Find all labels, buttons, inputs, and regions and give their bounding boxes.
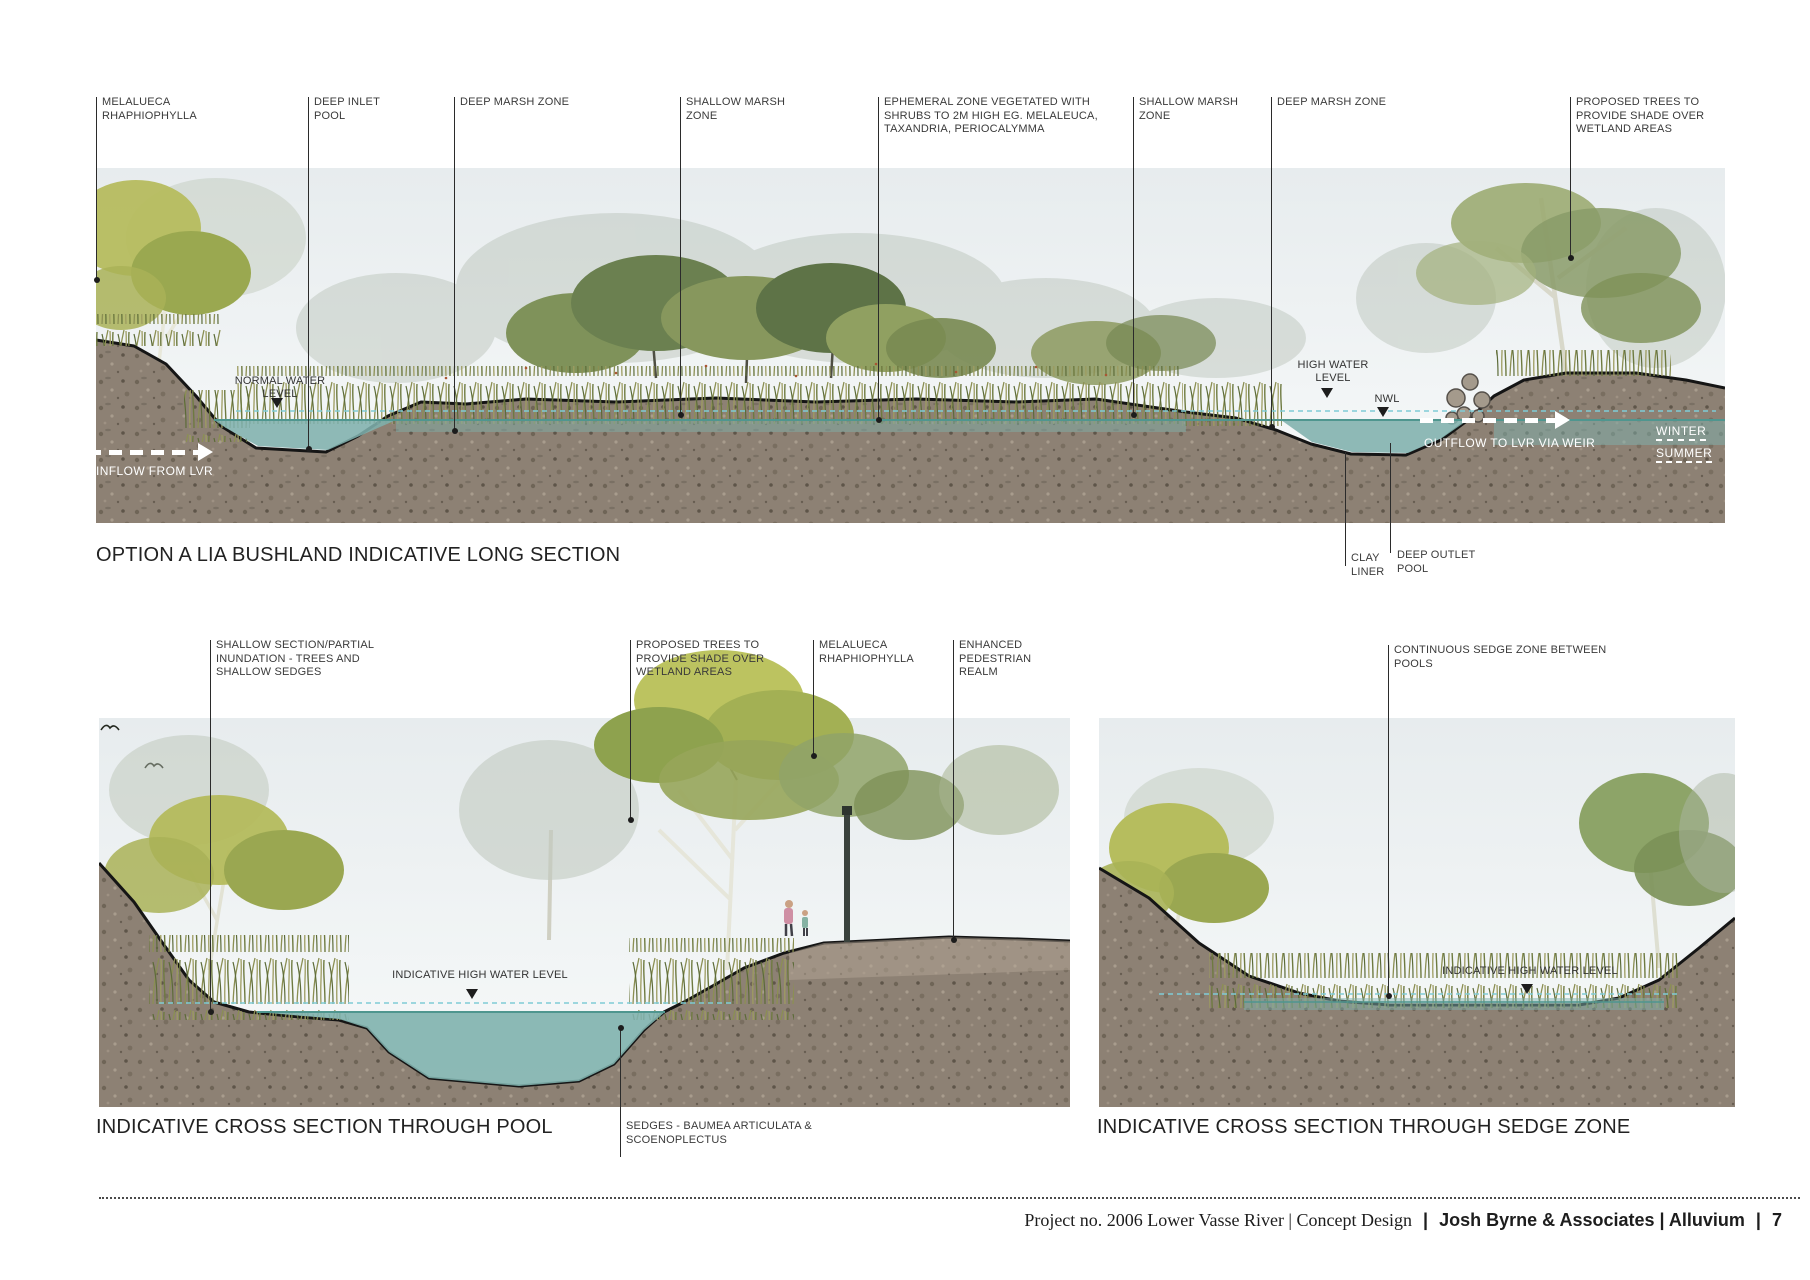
callout-label: SHALLOW MARSH ZONE (686, 96, 786, 122)
callout-label: EPHEMERAL ZONE VEGETATED WITH SHRUBS TO … (884, 96, 1098, 135)
callout-label: DEEP MARSH ZONE (460, 96, 570, 108)
high-water-level-label: HIGH WATER LEVEL (1297, 359, 1369, 384)
sedge-section-title: INDICATIVE CROSS SECTION THROUGH SEDGE Z… (1097, 1116, 1631, 1138)
leader-line (810, 640, 817, 759)
callout-label: MELALUECA RHAPHIOPHYLLA (819, 639, 914, 665)
water-level-triangle-icon (1521, 984, 1533, 994)
left-melaleuca-tree (96, 178, 306, 389)
callout-label: DEEP INLET POOL (314, 96, 380, 122)
leader-line (451, 97, 458, 434)
callout-label: MELALUECA RHAPHIOPHYLLA (102, 96, 197, 122)
summer-label: SUMMER (1656, 446, 1713, 463)
footer-separator: | (1423, 1210, 1429, 1230)
footer-project: Project no. 2006 Lower Vasse River | Con… (1024, 1210, 1413, 1230)
leader-line (875, 97, 882, 423)
leader-line (617, 1025, 624, 1157)
footer-text: Project no. 2006 Lower Vasse River | Con… (1018, 1210, 1782, 1231)
leader-line (627, 640, 634, 823)
pool-section-illustration (99, 650, 1070, 1107)
outflow-label: OUTFLOW TO LVR VIA WEIR (1424, 436, 1596, 450)
leader-line (1268, 97, 1275, 430)
water-level-triangle-icon (1377, 407, 1389, 417)
deep-outlet-pool-label: DEEP OUTLET POOL (1397, 549, 1476, 575)
seed-specks (444, 362, 1108, 380)
shallow-water (1244, 998, 1664, 1010)
callout-label: PROPOSED TREES TO PROVIDE SHADE OVER WET… (636, 639, 765, 678)
water-level-triangle-icon (466, 989, 478, 999)
leader-line (1567, 97, 1574, 261)
leader-line (1385, 645, 1392, 999)
callout-label: ENHANCED PEDESTRIAN REALM (959, 639, 1032, 678)
deep-outlet-pool-leader (1390, 443, 1391, 553)
callout-label: DEEP MARSH ZONE (1277, 96, 1387, 108)
indicative-high-water-level-label: INDICATIVE HIGH WATER LEVEL (392, 969, 568, 981)
right-trees (1579, 773, 1735, 969)
callout-label: CONTINUOUS SEDGE ZONE BETWEEN POOLS (1394, 644, 1607, 670)
footer-separator: | (1755, 1210, 1761, 1230)
bollard-post (842, 806, 852, 942)
footer-dotted-rule (99, 1197, 1800, 1199)
sedge-grass-band (149, 935, 794, 1020)
leader-line (950, 640, 957, 943)
pedestrians (784, 900, 808, 937)
haze-tree (459, 740, 639, 941)
leader-line (677, 97, 684, 418)
long-section-illustration (96, 168, 1725, 523)
callout-label: SHALLOW SECTION/PARTIAL INUNDATION - TRE… (216, 639, 374, 678)
outflow-arrow-icon (1420, 411, 1570, 429)
pool-section-title: INDICATIVE CROSS SECTION THROUGH POOL (96, 1116, 553, 1138)
right-bank-trees (1416, 183, 1701, 374)
birds (100, 724, 164, 769)
ground-soil (96, 340, 1725, 523)
ground-soil (99, 863, 1070, 1107)
leader-line (207, 640, 214, 1015)
long-section-title: OPTION A LIA BUSHLAND INDICATIVE LONG SE… (96, 544, 621, 566)
clay-liner-label: CLAY LINER (1351, 552, 1385, 578)
sedge-section-illustration (1099, 718, 1735, 1107)
sedge-grass-band (96, 314, 1671, 442)
clay-liner-leader (1345, 452, 1346, 566)
footer-firm: Josh Byrne & Associates | Alluvium (1439, 1210, 1745, 1230)
pool-water (257, 1012, 665, 1086)
callout-label: SEDGES - BAUMEA ARTICULATA & SCOENOPLECT… (626, 1120, 812, 1146)
indicative-high-water-level-label: INDICATIVE HIGH WATER LEVEL (1442, 965, 1618, 977)
callout-label: PROPOSED TREES TO PROVIDE SHADE OVER WET… (1576, 96, 1705, 135)
path-surface (789, 937, 1070, 980)
leader-line (93, 97, 100, 283)
leader-line (1130, 97, 1137, 418)
nwl-label: NWL (1374, 393, 1400, 405)
water-level-triangle-icon (271, 398, 283, 408)
footer-page-number: 7 (1771, 1210, 1782, 1230)
water-bodies (214, 420, 1725, 453)
callout-label: SHALLOW MARSH ZONE (1139, 96, 1239, 122)
ground-soil (1099, 868, 1735, 1107)
water-level-triangle-icon (1321, 388, 1333, 398)
leader-line (305, 97, 312, 452)
winter-label: WINTER (1656, 424, 1707, 441)
normal-water-level-label: NORMAL WATER LEVEL (234, 375, 326, 400)
inflow-label: INFLOW FROM LVR (96, 464, 214, 478)
inflow-arrow-icon (88, 443, 213, 461)
central-tree-group (506, 255, 996, 384)
